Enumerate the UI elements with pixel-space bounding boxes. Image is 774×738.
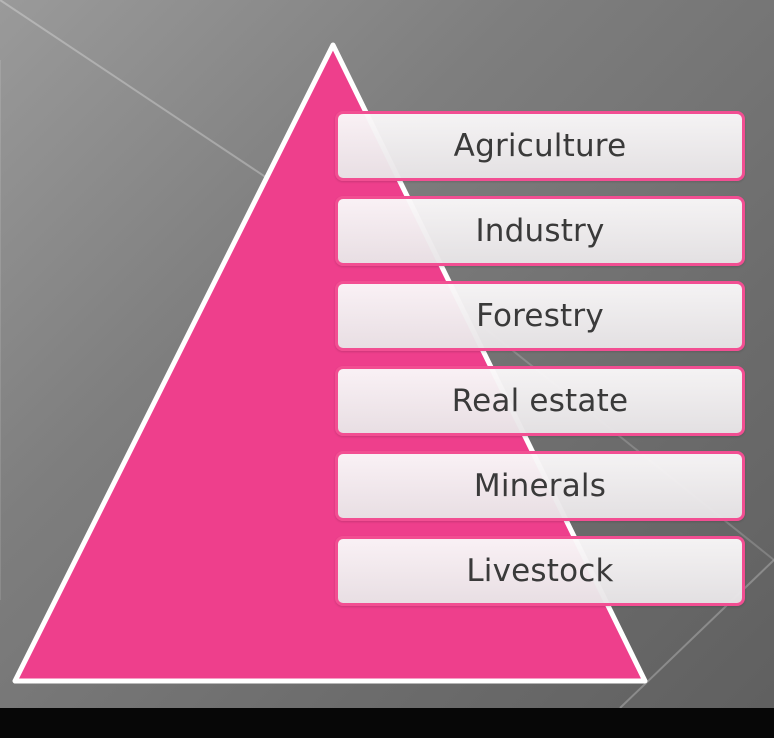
background-diagonal-line [0, 0, 301, 201]
level-label: Forestry [476, 298, 604, 334]
bottom-black-bar [0, 708, 774, 738]
level-box-real-estate: Real estate [335, 366, 745, 436]
pyramid-triangle [12, 42, 648, 684]
level-label: Industry [475, 213, 605, 249]
level-label: Real estate [451, 383, 629, 419]
level-box-forestry: Forestry [335, 281, 745, 351]
level-label: Agriculture [453, 128, 627, 164]
level-box-livestock: Livestock [335, 536, 745, 606]
level-box-agriculture: Agriculture [335, 111, 745, 181]
level-box-minerals: Minerals [335, 451, 745, 521]
level-label: Livestock [466, 553, 614, 589]
level-box-industry: Industry [335, 196, 745, 266]
level-label: Minerals [473, 468, 607, 504]
